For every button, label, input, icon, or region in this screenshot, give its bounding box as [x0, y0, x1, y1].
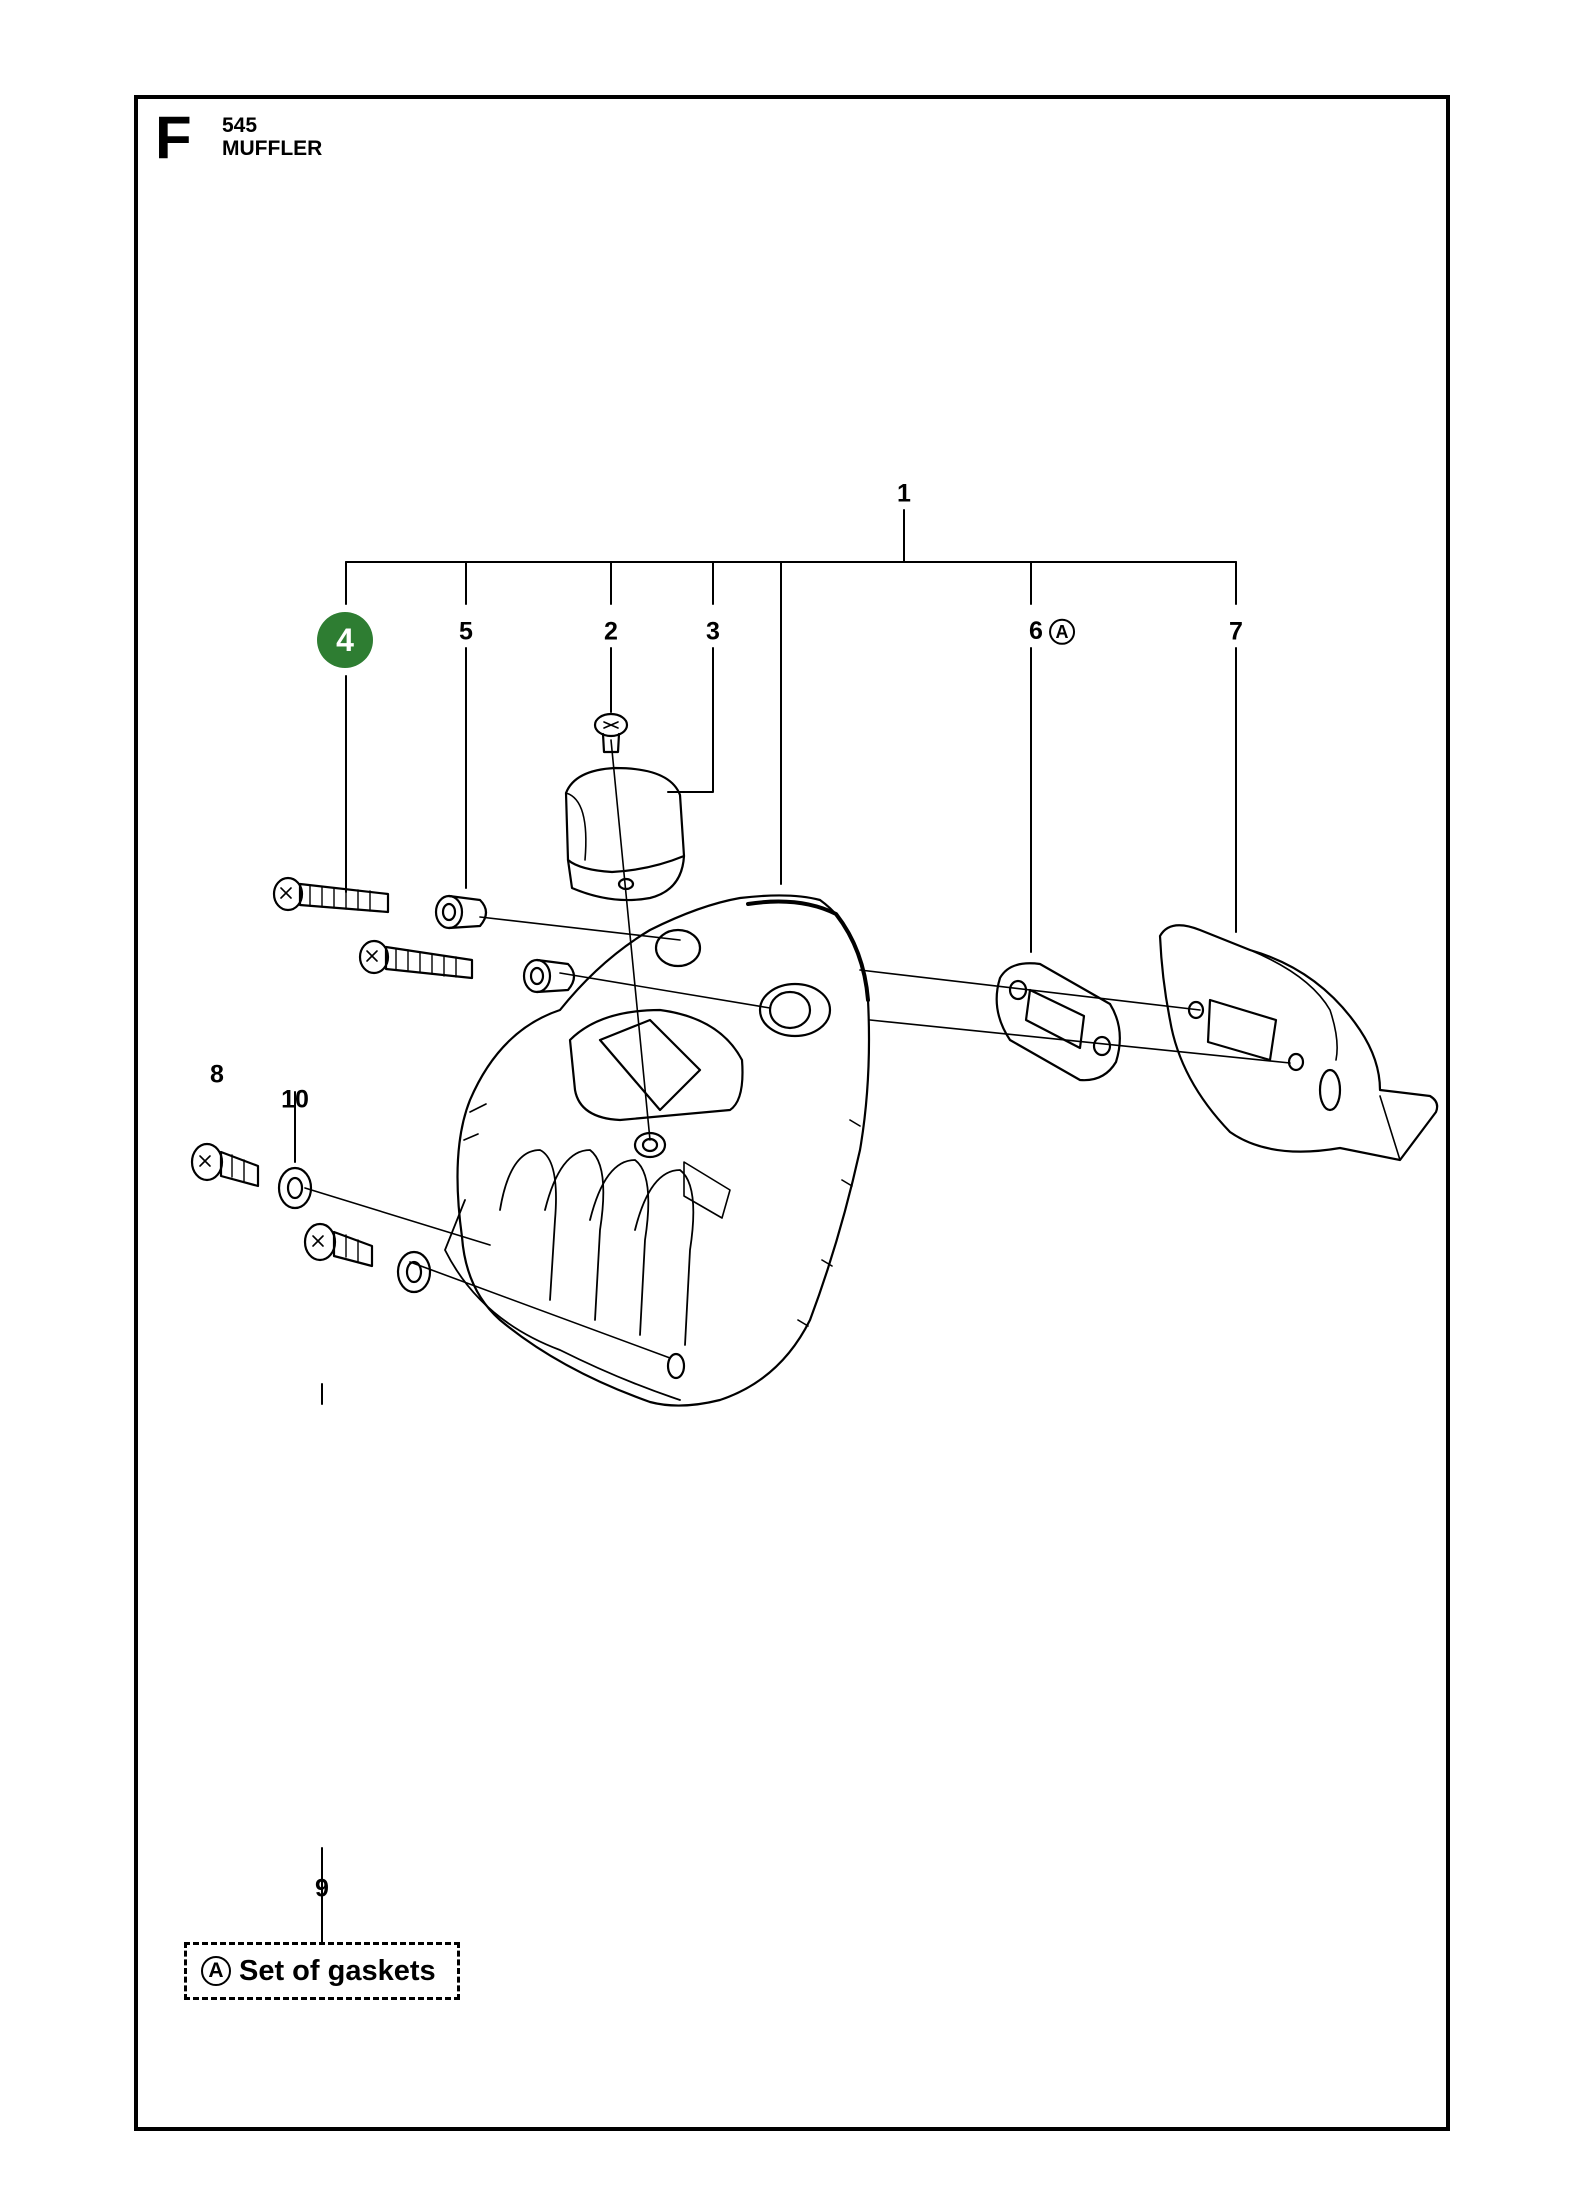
legend-marker: A: [201, 1956, 231, 1986]
section-letter: F: [155, 104, 192, 171]
deflector-3: [564, 766, 686, 902]
model-number: 545: [222, 114, 258, 137]
screw-8-upper: [190, 1142, 260, 1188]
gasket-set-legend: A Set of gaskets: [184, 1942, 460, 2000]
callout-6: 6: [1029, 616, 1043, 645]
callout-2: 2: [604, 617, 618, 646]
washer-10-lower: [396, 1250, 432, 1294]
screw-2: [593, 712, 629, 754]
gasket-set-marker: A: [1048, 619, 1075, 646]
screw-4-lower: [358, 939, 474, 980]
callout-5: 5: [459, 617, 473, 646]
legend-text: Set of gaskets: [239, 1954, 436, 1987]
screw-4-upper: [272, 876, 390, 914]
sleeve-5-lower: [522, 958, 576, 994]
muffler-body: [444, 894, 871, 1407]
callout-1: 1: [897, 479, 911, 508]
screw-8-lower: [303, 1222, 374, 1268]
callout-8: 8: [210, 1060, 224, 1089]
callout-4-highlighted[interactable]: 4: [317, 612, 373, 668]
page-frame: [134, 95, 1450, 2131]
heat-shield-7: [1158, 924, 1439, 1162]
callout-3: 3: [706, 617, 720, 646]
callout-7: 7: [1229, 617, 1243, 646]
callout-10: 10: [281, 1085, 309, 1114]
page-title: MUFFLER: [222, 137, 323, 160]
callout-bracket: [294, 509, 1237, 1943]
washer-10-upper: [277, 1166, 313, 1210]
sleeve-5-upper: [434, 894, 488, 930]
callout-9: 9: [315, 1874, 329, 1903]
gasket-6: [995, 962, 1121, 1082]
assembly-lines: [304, 739, 1291, 1359]
